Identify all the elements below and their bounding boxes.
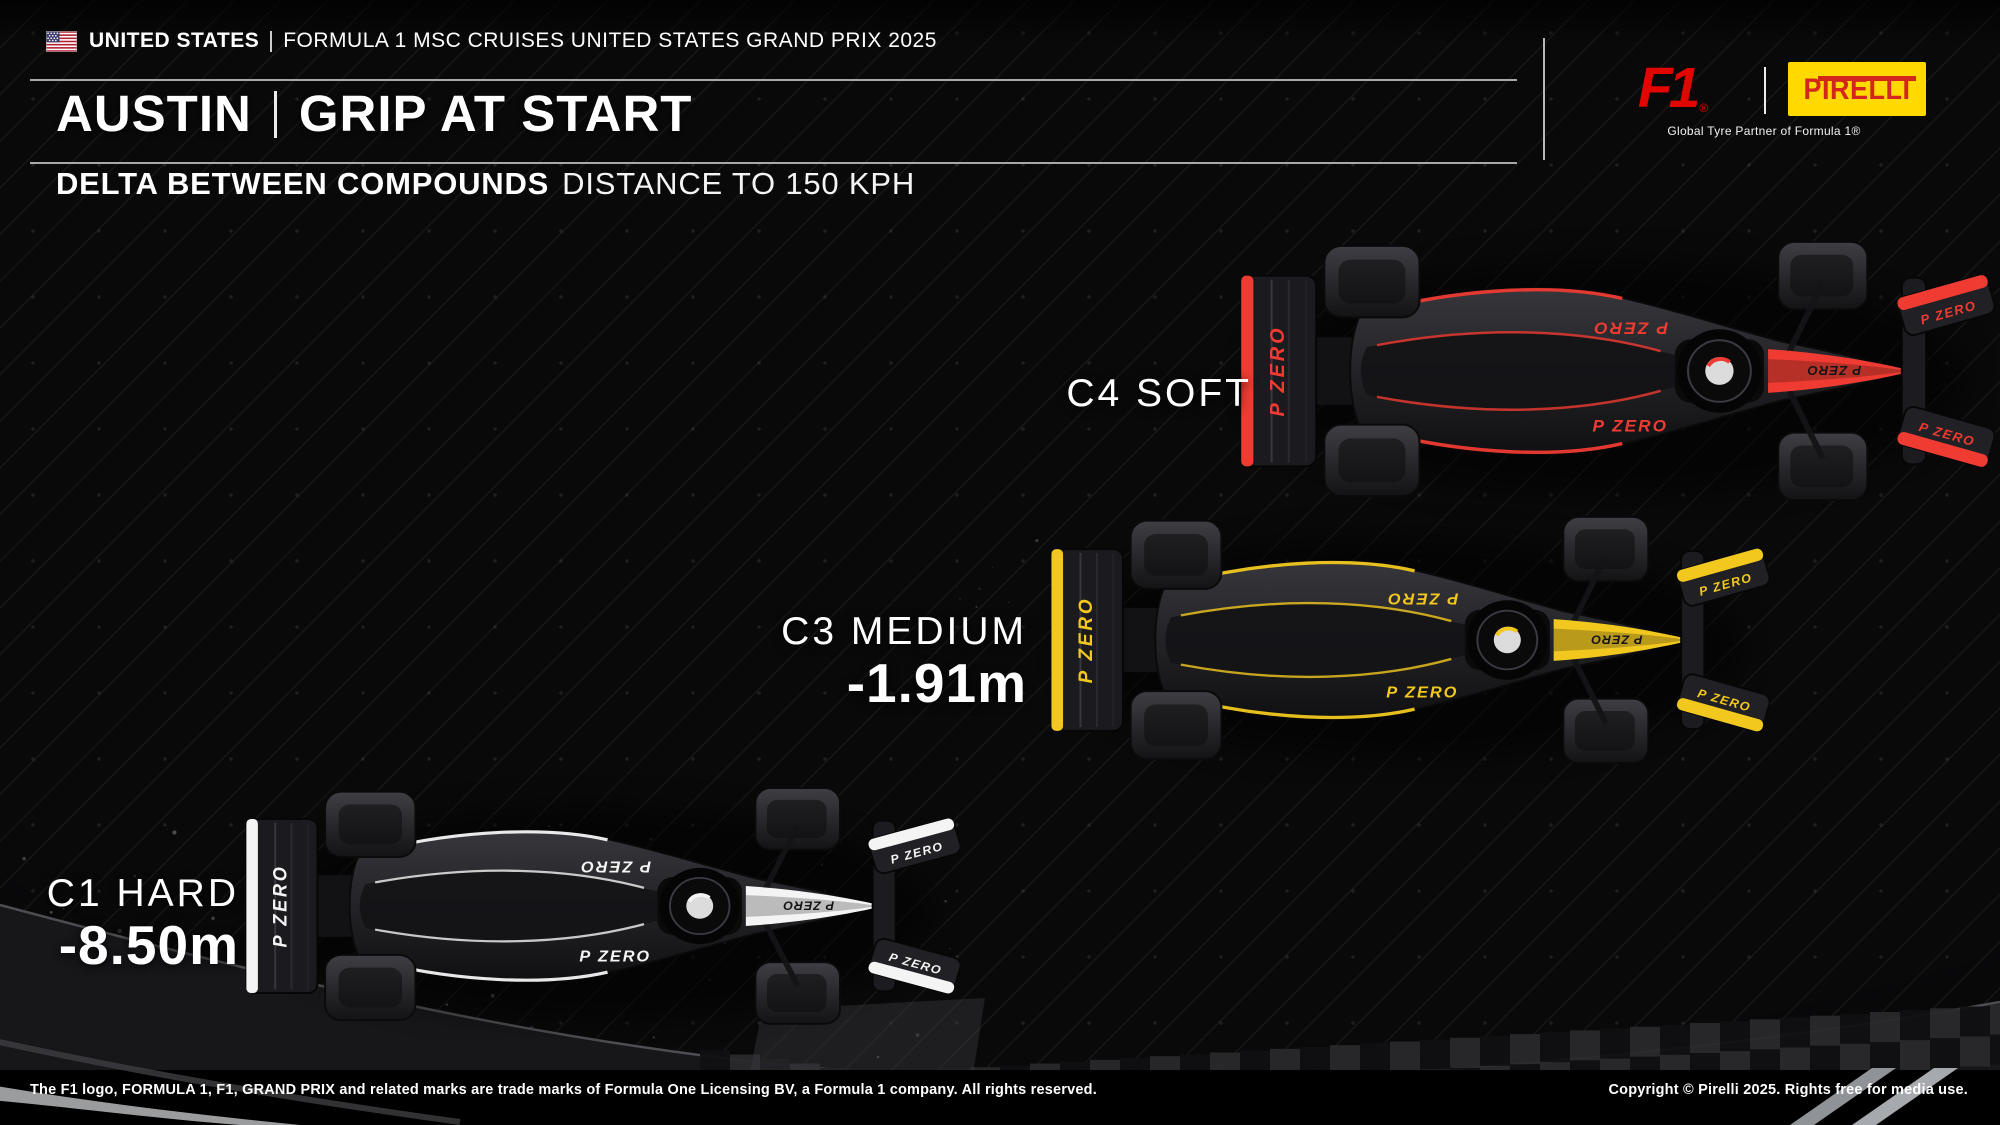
svg-text:P ZERO: P ZERO (1592, 318, 1668, 337)
svg-text:P ZERO: P ZERO (1076, 597, 1097, 684)
subtitle: DELTA BETWEEN COMPOUNDS DISTANCE TO 150 … (56, 166, 916, 201)
svg-text:P ZERO: P ZERO (782, 899, 834, 913)
us-flag-icon (45, 30, 78, 52)
f1-registered-mark: ® (1699, 101, 1709, 115)
header-rule-bottom (30, 162, 1517, 164)
event-line: UNITED STATES FORMULA 1 MSC CRUISES UNIT… (45, 29, 937, 53)
pirelli-logo: PIRELLI (1788, 62, 1926, 116)
svg-text:P ZERO: P ZERO (1590, 632, 1642, 646)
footer-trademark-text: The F1 logo, FORMULA 1, F1, GRAND PRIX a… (30, 1082, 1097, 1098)
svg-text:P ZERO: P ZERO (579, 858, 651, 875)
label-c3-medium: C3 MEDIUM -1.91m (610, 612, 1027, 711)
partner-tagline: Global Tyre Partner of Formula 1® (1667, 124, 1861, 138)
label-c4-soft: C4 SOFT (850, 374, 1252, 413)
svg-text:P ZERO: P ZERO (579, 949, 651, 966)
compound-name: C1 HARD (46, 872, 239, 915)
header-logo-divider (1543, 38, 1545, 160)
svg-text:P ZERO: P ZERO (1386, 590, 1458, 608)
f1-wordmark: F1 (1637, 55, 1700, 120)
svg-text:P ZERO: P ZERO (1386, 684, 1458, 702)
subtitle-regular: DISTANCE TO 150 KPH (562, 166, 916, 201)
f1-logo: F1 ® (1602, 55, 1744, 120)
svg-text:P ZERO: P ZERO (1807, 363, 1862, 378)
event-title: FORMULA 1 MSC CRUISES UNITED STATES GRAN… (283, 29, 937, 52)
title-location: AUSTIN (56, 85, 252, 142)
compound-delta: -8.50m (58, 914, 239, 976)
logo-separator (1764, 67, 1766, 114)
pirelli-p-bar (1818, 76, 1916, 81)
svg-text:P ZERO: P ZERO (1592, 417, 1668, 436)
event-separator (270, 30, 273, 52)
compound-name: C4 SOFT (1066, 372, 1252, 415)
label-c1-hard: C1 HARD -8.50m (0, 874, 239, 973)
country-label: UNITED STATES (89, 29, 260, 52)
compound-name: C3 MEDIUM (781, 610, 1027, 653)
footer-copyright-text: Copyright © Pirelli 2025. Rights free fo… (1608, 1082, 1968, 1098)
title-subject: GRIP AT START (298, 85, 693, 142)
title-separator (273, 90, 277, 138)
car-c1-hard: P ZERO P ZERO P ZERO P ZERO P ZERO P ZER… (231, 770, 961, 1042)
car-c4-soft: P ZERO P ZERO P ZERO P ZERO P ZERO P ZER… (1225, 222, 1995, 520)
header-rule-top (30, 79, 1517, 81)
svg-text:P ZERO: P ZERO (269, 864, 291, 947)
car-c3-medium: P ZERO P ZERO P ZERO P ZERO P ZERO P ZER… (1036, 498, 1770, 782)
compound-delta: -1.91m (846, 652, 1027, 714)
svg-text:P ZERO: P ZERO (1267, 325, 1289, 416)
page-title: AUSTIN GRIP AT START (56, 85, 693, 142)
subtitle-bold: DELTA BETWEEN COMPOUNDS (56, 166, 550, 201)
